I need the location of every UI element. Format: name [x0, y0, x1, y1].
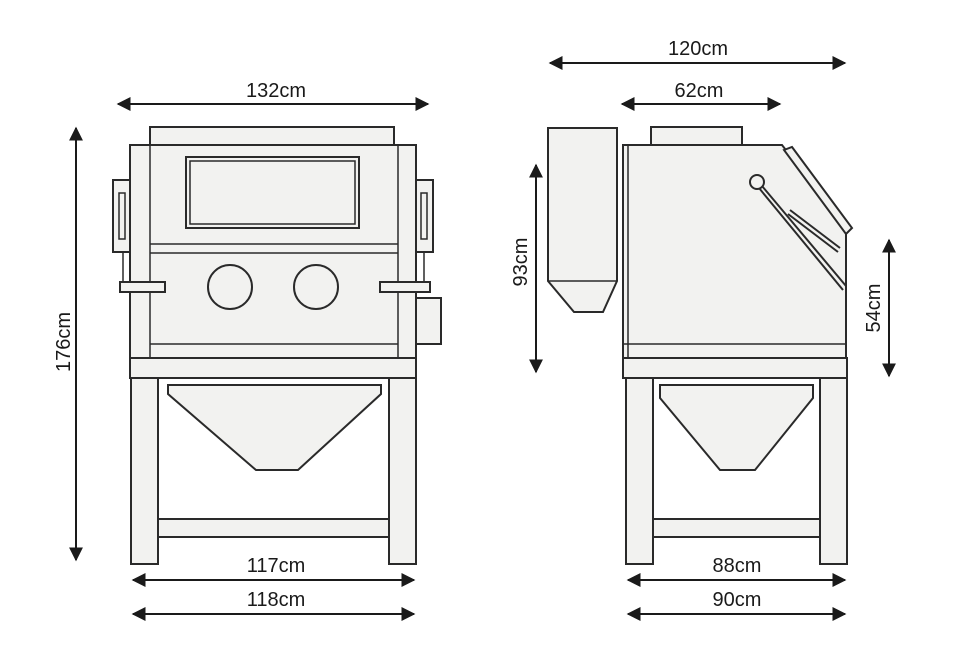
front-crossbar — [157, 518, 390, 538]
side-cabinet-body — [622, 144, 847, 363]
dim-label-118: 118cm — [247, 589, 306, 611]
side-base-plate — [622, 357, 848, 379]
front-left-leg — [130, 377, 159, 565]
front-view-cabinet — [112, 126, 442, 565]
side-window-frame — [782, 145, 854, 236]
dim-label-88: 88cm — [713, 555, 762, 577]
dim-label-90: 90cm — [713, 589, 762, 611]
front-hopper — [167, 384, 382, 471]
side-dimensions: 120cm 62cm 93cm 54cm 88cm 90cm — [510, 38, 896, 621]
right-side-latch — [415, 179, 434, 253]
side-dust-collector — [547, 127, 618, 313]
front-side-box — [415, 297, 442, 345]
front-right-leg — [388, 377, 417, 565]
dim-label-176: 176cm — [53, 312, 75, 372]
dim-label-54: 54cm — [863, 284, 885, 333]
left-side-latch — [112, 179, 131, 253]
side-crossbar — [652, 518, 821, 538]
side-left-leg — [625, 377, 654, 565]
dim-label-120: 120cm — [668, 38, 728, 60]
right-arm-rest — [379, 281, 431, 293]
front-viewing-window — [185, 156, 360, 229]
side-right-leg — [819, 377, 848, 565]
dim-label-93: 93cm — [510, 238, 532, 287]
left-glove-port — [207, 264, 253, 310]
dim-label-132: 132cm — [246, 80, 306, 102]
dim-label-117: 117cm — [247, 555, 306, 577]
left-arm-rest — [119, 281, 166, 293]
front-base-plate — [129, 357, 417, 379]
dim-label-62: 62cm — [675, 80, 724, 102]
side-view-cabinet — [547, 126, 854, 565]
front-dimensions: 132cm 176cm 117cm 118cm — [53, 80, 430, 621]
side-pivot — [749, 174, 765, 190]
side-hopper — [659, 384, 814, 471]
right-glove-port — [293, 264, 339, 310]
